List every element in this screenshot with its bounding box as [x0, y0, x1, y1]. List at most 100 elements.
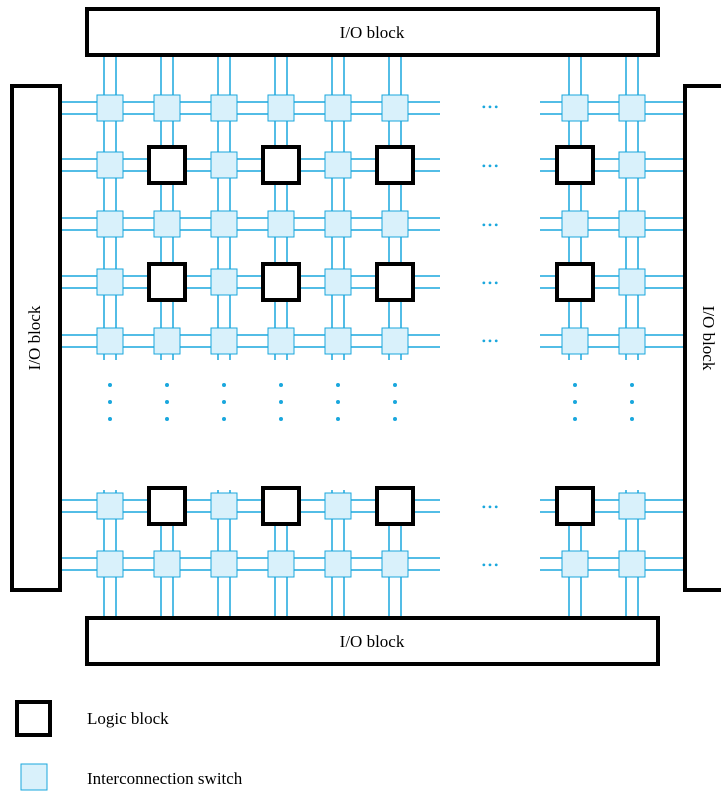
continuation-dots	[108, 383, 634, 421]
interconnection-switch	[96, 94, 124, 122]
continuation-dot	[573, 383, 577, 387]
interconnection-switch	[267, 327, 295, 355]
interconnection-switch	[324, 327, 352, 355]
continuation-dot	[279, 417, 283, 421]
continuation-dot	[336, 417, 340, 421]
interconnection-switch	[381, 327, 409, 355]
interconnection-switch	[324, 550, 352, 578]
interconnection-switch	[96, 268, 124, 296]
continuation-dot	[108, 383, 112, 387]
logic-block	[375, 262, 415, 302]
continuation-dot	[336, 400, 340, 404]
io-block-left: I/O block	[10, 84, 62, 592]
interconnection-switch	[210, 327, 238, 355]
logic-block	[375, 486, 415, 526]
continuation-dot	[573, 400, 577, 404]
interconnection-switch	[381, 210, 409, 238]
interconnection-switch	[618, 492, 646, 520]
continuation-dot	[393, 417, 397, 421]
ellipsis-row-3: •••	[482, 218, 501, 232]
continuation-dot	[165, 417, 169, 421]
interconnection-switch	[210, 268, 238, 296]
logic-block	[375, 145, 415, 185]
interconnection-switch	[324, 151, 352, 179]
interconnection-switch	[561, 210, 589, 238]
continuation-dot	[108, 417, 112, 421]
interconnection-switch	[561, 94, 589, 122]
continuation-dot	[222, 383, 226, 387]
interconnection-switch	[96, 151, 124, 179]
horizontal-ellipses: ••• ••• ••• ••• ••• ••• •••	[482, 100, 501, 572]
continuation-dot	[279, 383, 283, 387]
interconnection-switch	[96, 550, 124, 578]
continuation-dot	[630, 383, 634, 387]
io-block-left-label: I/O block	[25, 305, 44, 370]
interconnection-switch	[96, 210, 124, 238]
interconnection-switch	[267, 210, 295, 238]
interconnection-switch	[210, 492, 238, 520]
ellipsis-row-7: •••	[482, 558, 501, 572]
interconnection-switch	[96, 492, 124, 520]
logic-block	[555, 145, 595, 185]
logic-block	[147, 145, 187, 185]
interconnection-switch	[618, 94, 646, 122]
interconnection-switch	[153, 94, 181, 122]
continuation-dot	[573, 417, 577, 421]
continuation-dot	[630, 400, 634, 404]
continuation-dot	[165, 383, 169, 387]
logic-block	[555, 262, 595, 302]
interconnection-switch	[618, 151, 646, 179]
legend-switch-label: Interconnection switch	[87, 769, 243, 788]
ellipsis-row-1: •••	[482, 100, 501, 114]
logic-block	[555, 486, 595, 526]
logic-block	[147, 486, 187, 526]
continuation-dot	[336, 383, 340, 387]
logic-block	[261, 486, 301, 526]
interconnection-switch	[267, 550, 295, 578]
interconnection-switch	[153, 210, 181, 238]
continuation-dot	[222, 400, 226, 404]
io-block-bottom: I/O block	[85, 616, 660, 666]
io-block-top-label: I/O block	[340, 23, 405, 42]
legend-logic-block-swatch	[15, 700, 52, 737]
logic-block	[261, 145, 301, 185]
legend-logic-block-label: Logic block	[87, 709, 169, 728]
interconnection-switch	[210, 210, 238, 238]
io-block-top: I/O block	[85, 7, 660, 57]
ellipsis-row-2: •••	[482, 159, 501, 173]
io-block-bottom-label: I/O block	[340, 632, 405, 651]
legend: Logic block Interconnection switch	[15, 700, 243, 791]
interconnection-switch	[324, 268, 352, 296]
continuation-dot	[393, 383, 397, 387]
logic-block	[261, 262, 301, 302]
interconnection-switch	[561, 327, 589, 355]
interconnection-switch	[210, 94, 238, 122]
ellipsis-row-4: •••	[482, 276, 501, 290]
interconnection-switch	[153, 327, 181, 355]
interconnection-switch	[210, 550, 238, 578]
interconnection-switch	[324, 210, 352, 238]
legend-switch-swatch	[20, 763, 48, 791]
continuation-dot	[165, 400, 169, 404]
interconnection-switch	[381, 550, 409, 578]
interconnection-switch	[324, 492, 352, 520]
interconnection-switch	[96, 327, 124, 355]
interconnection-switch	[210, 151, 238, 179]
interconnection-switch	[267, 94, 295, 122]
interconnection-switch	[153, 550, 181, 578]
continuation-dot	[222, 417, 226, 421]
continuation-dot	[630, 417, 634, 421]
interconnection-switch	[381, 94, 409, 122]
interconnection-switch	[618, 268, 646, 296]
interconnection-switch	[561, 550, 589, 578]
ellipsis-row-6: •••	[482, 500, 501, 514]
continuation-dot	[393, 400, 397, 404]
interconnection-switch	[618, 327, 646, 355]
continuation-dot	[108, 400, 112, 404]
interconnection-switch	[324, 94, 352, 122]
continuation-dot	[279, 400, 283, 404]
logic-blocks	[147, 145, 595, 526]
interconnection-switch	[618, 210, 646, 238]
logic-block	[147, 262, 187, 302]
